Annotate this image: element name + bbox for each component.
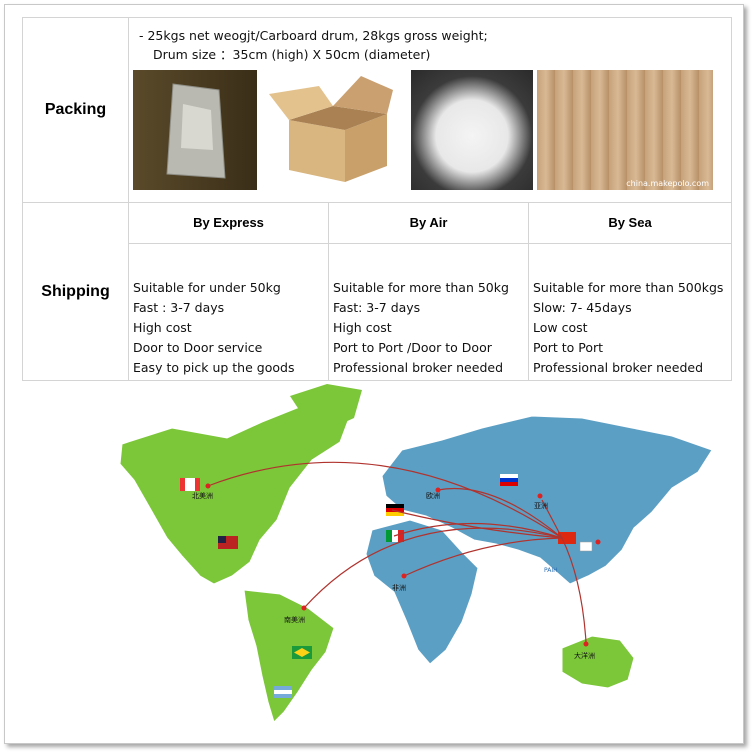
argentina-flag-icon	[274, 686, 292, 690]
sea-line: Professional broker needed	[533, 360, 704, 375]
brazil-flag-diamond	[294, 648, 310, 657]
shipping-label: Shipping	[22, 202, 129, 381]
route-to-asia	[541, 499, 563, 539]
white-powder-photo	[411, 70, 533, 190]
sea-line: Suitable for more than 500kgs	[533, 280, 724, 295]
express-heading: By Express	[193, 215, 264, 230]
south-america-shape	[243, 589, 335, 723]
germany-flag-bottom	[386, 512, 404, 516]
route-to-germany	[391, 509, 563, 539]
japan-dot	[595, 539, 601, 545]
air-list: Suitable for more than 50kg Fast: 3-7 da…	[329, 244, 528, 380]
route-to-north-america	[207, 461, 563, 539]
air-line: High cost	[333, 320, 392, 335]
air-line: Professional broker needed	[333, 360, 504, 375]
sea-body: Suitable for more than 500kgs Slow: 7- 4…	[529, 243, 731, 380]
russia-flag-bottom	[500, 482, 518, 486]
asia-dot	[537, 493, 543, 499]
world-shipping-map: 北美洲 欧洲 亚洲 非洲 南美洲 大洋洲 PAIH	[119, 384, 713, 723]
express-line: High cost	[133, 320, 192, 335]
europe-label: 欧洲	[426, 491, 440, 500]
eurasia-shape	[381, 415, 713, 585]
korea-flag-icon	[579, 541, 593, 552]
drum-photo-watermark: china.makepolo.com	[626, 179, 709, 188]
sea-column: By Sea Suitable for more than 500kgs Slo…	[528, 202, 732, 381]
sea-heading: By Sea	[608, 215, 652, 230]
europe-dot	[435, 487, 441, 493]
route-to-oceania	[561, 537, 587, 643]
bag-photo	[133, 70, 257, 190]
italy-flag-icon	[386, 530, 392, 542]
oceania-dot	[583, 641, 589, 647]
shipping-routes	[207, 461, 587, 643]
express-line: Fast : 3-7 days	[133, 300, 225, 315]
russia-flag-icon	[500, 474, 518, 478]
argentina-flag-bottom	[274, 694, 292, 698]
paih-logo: PAIH	[544, 567, 558, 574]
germany-flag-mid	[386, 508, 404, 512]
express-list: Suitable for under 50kg Fast : 3-7 days …	[129, 244, 328, 380]
express-line: Easy to pick up the goods	[133, 360, 295, 375]
shipping-row: Shipping By Express Suitable for under 5…	[22, 202, 732, 381]
sea-line: Slow: 7- 45days	[533, 300, 632, 315]
packing-photos: china.makepolo.com	[129, 64, 731, 202]
air-column: By Air Suitable for more than 50kg Fast:…	[328, 202, 529, 381]
air-heading: By Air	[409, 215, 448, 230]
oceania-label: 大洋洲	[574, 651, 595, 660]
asia-label: 亚洲	[534, 502, 548, 510]
air-line: Suitable for more than 50kg	[333, 280, 509, 295]
route-to-south-america	[303, 527, 563, 609]
africa-dot	[401, 573, 407, 579]
air-line: Fast: 3-7 days	[333, 300, 421, 315]
spec-table: Packing - 25kgs net weogjt/Carboard drum…	[22, 17, 732, 381]
north-america-shape	[119, 401, 353, 585]
express-line: Suitable for under 50kg	[133, 280, 281, 295]
bag-photo-art	[166, 83, 226, 179]
russia-flag-mid	[500, 478, 518, 482]
north-america-label: 北美洲	[192, 491, 213, 500]
packing-row: Packing - 25kgs net weogjt/Carboard drum…	[22, 17, 732, 203]
city-dots	[205, 483, 601, 647]
south-america-label: 南美洲	[284, 615, 305, 624]
route-to-italy	[393, 522, 563, 539]
australia-shape	[561, 635, 635, 689]
italy-flag-right	[398, 530, 404, 542]
argentina-flag-mid	[274, 690, 292, 694]
express-column: By Express Suitable for under 50kg Fast …	[128, 202, 329, 381]
africa-label: 非洲	[392, 583, 406, 592]
route-to-africa	[403, 537, 563, 577]
china-flag-icon	[558, 532, 576, 544]
greenland-shape	[290, 384, 362, 428]
packing-content: - 25kgs net weogjt/Carboard drum, 28kgs …	[128, 17, 732, 203]
north-america-dot	[205, 483, 211, 489]
packing-text: - 25kgs net weogjt/Carboard drum, 28kgs …	[129, 18, 731, 64]
air-body: Suitable for more than 50kg Fast: 3-7 da…	[329, 243, 528, 380]
usa-flag-canton	[218, 536, 226, 543]
packing-label: Packing	[22, 17, 129, 203]
germany-flag-icon	[386, 504, 404, 508]
air-line: Port to Port /Door to Door	[333, 340, 492, 355]
carton-box-photo	[261, 70, 407, 190]
canada-flag-center	[185, 478, 195, 491]
sea-line: Low cost	[533, 320, 588, 335]
africa-shape	[365, 519, 479, 665]
drum-warehouse-photo: china.makepolo.com	[537, 70, 713, 190]
sea-line: Port to Port	[533, 340, 604, 355]
express-body: Suitable for under 50kg Fast : 3-7 days …	[129, 243, 328, 380]
carton-box-art	[269, 76, 393, 182]
map-labels: 北美洲 欧洲 亚洲 非洲 南美洲 大洋洲 PAIH	[192, 491, 595, 660]
express-line: Door to Door service	[133, 340, 263, 355]
south-america-dot	[301, 605, 307, 611]
packing-line-1: - 25kgs net weogjt/Carboard drum, 28kgs …	[139, 28, 488, 43]
route-to-europe	[437, 487, 563, 539]
sea-list: Suitable for more than 500kgs Slow: 7- 4…	[529, 244, 731, 380]
packing-line-2: Drum size ：35cm (high) X 50cm (diameter)	[153, 47, 431, 62]
